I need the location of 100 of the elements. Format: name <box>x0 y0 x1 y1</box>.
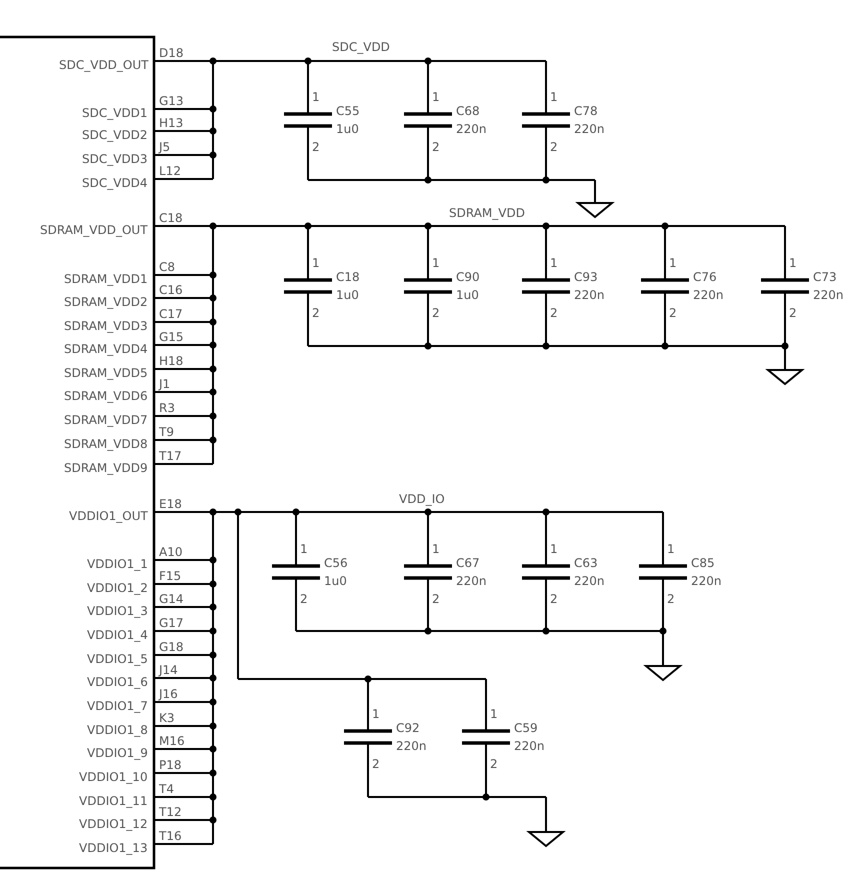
component-label: 220n <box>456 122 487 136</box>
pin-name: VDDIO1_8 <box>87 723 148 737</box>
pin-name: VDDIO1_12 <box>79 817 148 831</box>
component-label: C16 <box>159 283 183 297</box>
component-label: T9 <box>159 425 174 439</box>
component-label: 1 <box>667 542 675 556</box>
component-label: C56 <box>324 556 348 570</box>
component-label: 1 <box>312 256 320 270</box>
component-label: T4 <box>159 782 174 796</box>
pin-name: VDDIO1_2 <box>87 581 148 595</box>
pin-name: SDC_VDD3 <box>82 152 148 166</box>
component-label: D18 <box>159 46 184 60</box>
component-label: C85 <box>691 556 715 570</box>
pin-name: VDDIO1_10 <box>79 770 148 784</box>
component-label: 1 <box>300 542 308 556</box>
component-label: C17 <box>159 307 183 321</box>
component-label: J16 <box>159 687 178 701</box>
component-label: 220n <box>813 288 844 302</box>
component-label: 1u0 <box>324 574 347 588</box>
component-label: 2 <box>312 140 320 154</box>
component-label: G18 <box>159 640 184 654</box>
component-label: 1u0 <box>336 122 359 136</box>
component-label: 1 <box>550 90 558 104</box>
component-label: C68 <box>456 104 480 118</box>
component-label: 220n <box>574 574 605 588</box>
component-label: 1 <box>432 542 440 556</box>
net-label: SDC_VDD <box>332 40 390 54</box>
component-label: K3 <box>159 711 175 725</box>
pin-name: VDDIO1_4 <box>87 628 148 642</box>
pin-name: SDC_VDD1 <box>82 106 148 120</box>
pin-name: SDRAM_VDD7 <box>64 413 148 427</box>
pin-name: VDDIO1_1 <box>87 557 148 571</box>
component-label: C67 <box>456 556 480 570</box>
component-label: 1u0 <box>336 288 359 302</box>
pin-name: SDRAM_VDD1 <box>64 272 148 286</box>
component-label: C8 <box>159 260 176 274</box>
pin-name: SDRAM_VDD6 <box>64 389 148 403</box>
component-label: 1 <box>372 707 380 721</box>
component-label: C55 <box>336 104 360 118</box>
component-label: 2 <box>432 592 440 606</box>
component-label: 220n <box>574 122 605 136</box>
component-label: C76 <box>693 270 717 284</box>
component-label: C18 <box>159 211 183 225</box>
component-label: 220n <box>693 288 724 302</box>
net-label: VDD_IO <box>399 492 445 506</box>
component-label: C63 <box>574 556 598 570</box>
component-label: 2 <box>550 306 558 320</box>
component-label: T12 <box>159 805 182 819</box>
component-label: R3 <box>159 401 175 415</box>
component-label: 220n <box>396 739 427 753</box>
pin-name: VDDIO1_13 <box>79 841 148 855</box>
component-label: 220n <box>514 739 545 753</box>
component-label: 2 <box>490 757 498 771</box>
component-label: 2 <box>432 306 440 320</box>
component-label: C18 <box>336 270 360 284</box>
component-label: 2 <box>669 306 677 320</box>
component-label: 2 <box>789 306 797 320</box>
component-label: F15 <box>159 569 182 583</box>
pin-name: SDRAM_VDD5 <box>64 366 148 380</box>
component-label: 2 <box>312 306 320 320</box>
pin-name: VDDIO1_6 <box>87 675 148 689</box>
component-label: 1 <box>789 256 797 270</box>
pin-name: SDC_VDD4 <box>82 176 148 190</box>
component-label: P18 <box>159 758 182 772</box>
pin-name: SDRAM_VDD_OUT <box>40 223 148 237</box>
component-label: C92 <box>396 721 420 735</box>
component-label: C93 <box>574 270 598 284</box>
component-label: 220n <box>691 574 722 588</box>
component-label: T17 <box>159 449 182 463</box>
component-label: A10 <box>159 545 182 559</box>
component-label: J14 <box>159 663 178 677</box>
component-label: L12 <box>159 164 181 178</box>
component-label: 1 <box>490 707 498 721</box>
pin-name: SDRAM_VDD9 <box>64 461 148 475</box>
pin-name: SDRAM_VDD2 <box>64 295 148 309</box>
pin-name: VDDIO1_9 <box>87 746 148 760</box>
component-label: 2 <box>432 140 440 154</box>
component-label: 2 <box>372 757 380 771</box>
pin-name: VDDIO1_3 <box>87 604 148 618</box>
pin-name: SDRAM_VDD3 <box>64 319 148 333</box>
component-label: 2 <box>667 592 675 606</box>
component-label: 1 <box>432 90 440 104</box>
pin-name: VDDIO1_11 <box>79 794 148 808</box>
component-label: G14 <box>159 592 184 606</box>
component-label: J5 <box>159 140 170 154</box>
pin-name: SDRAM_VDD4 <box>64 342 148 356</box>
component-label: 1 <box>669 256 677 270</box>
component-label: C73 <box>813 270 837 284</box>
component-label: 1 <box>550 542 558 556</box>
pin-name: SDC_VDD_OUT <box>59 58 148 72</box>
component-label: G17 <box>159 616 184 630</box>
component-label: E18 <box>159 497 182 511</box>
component-label: T16 <box>159 829 182 843</box>
component-label: 1 <box>550 256 558 270</box>
component-label: 220n <box>574 288 605 302</box>
component-label: 1 <box>432 256 440 270</box>
pin-name: SDC_VDD2 <box>82 128 148 142</box>
component-label: H18 <box>159 354 184 368</box>
net-label: SDRAM_VDD <box>449 206 525 220</box>
component-label: 1 <box>312 90 320 104</box>
